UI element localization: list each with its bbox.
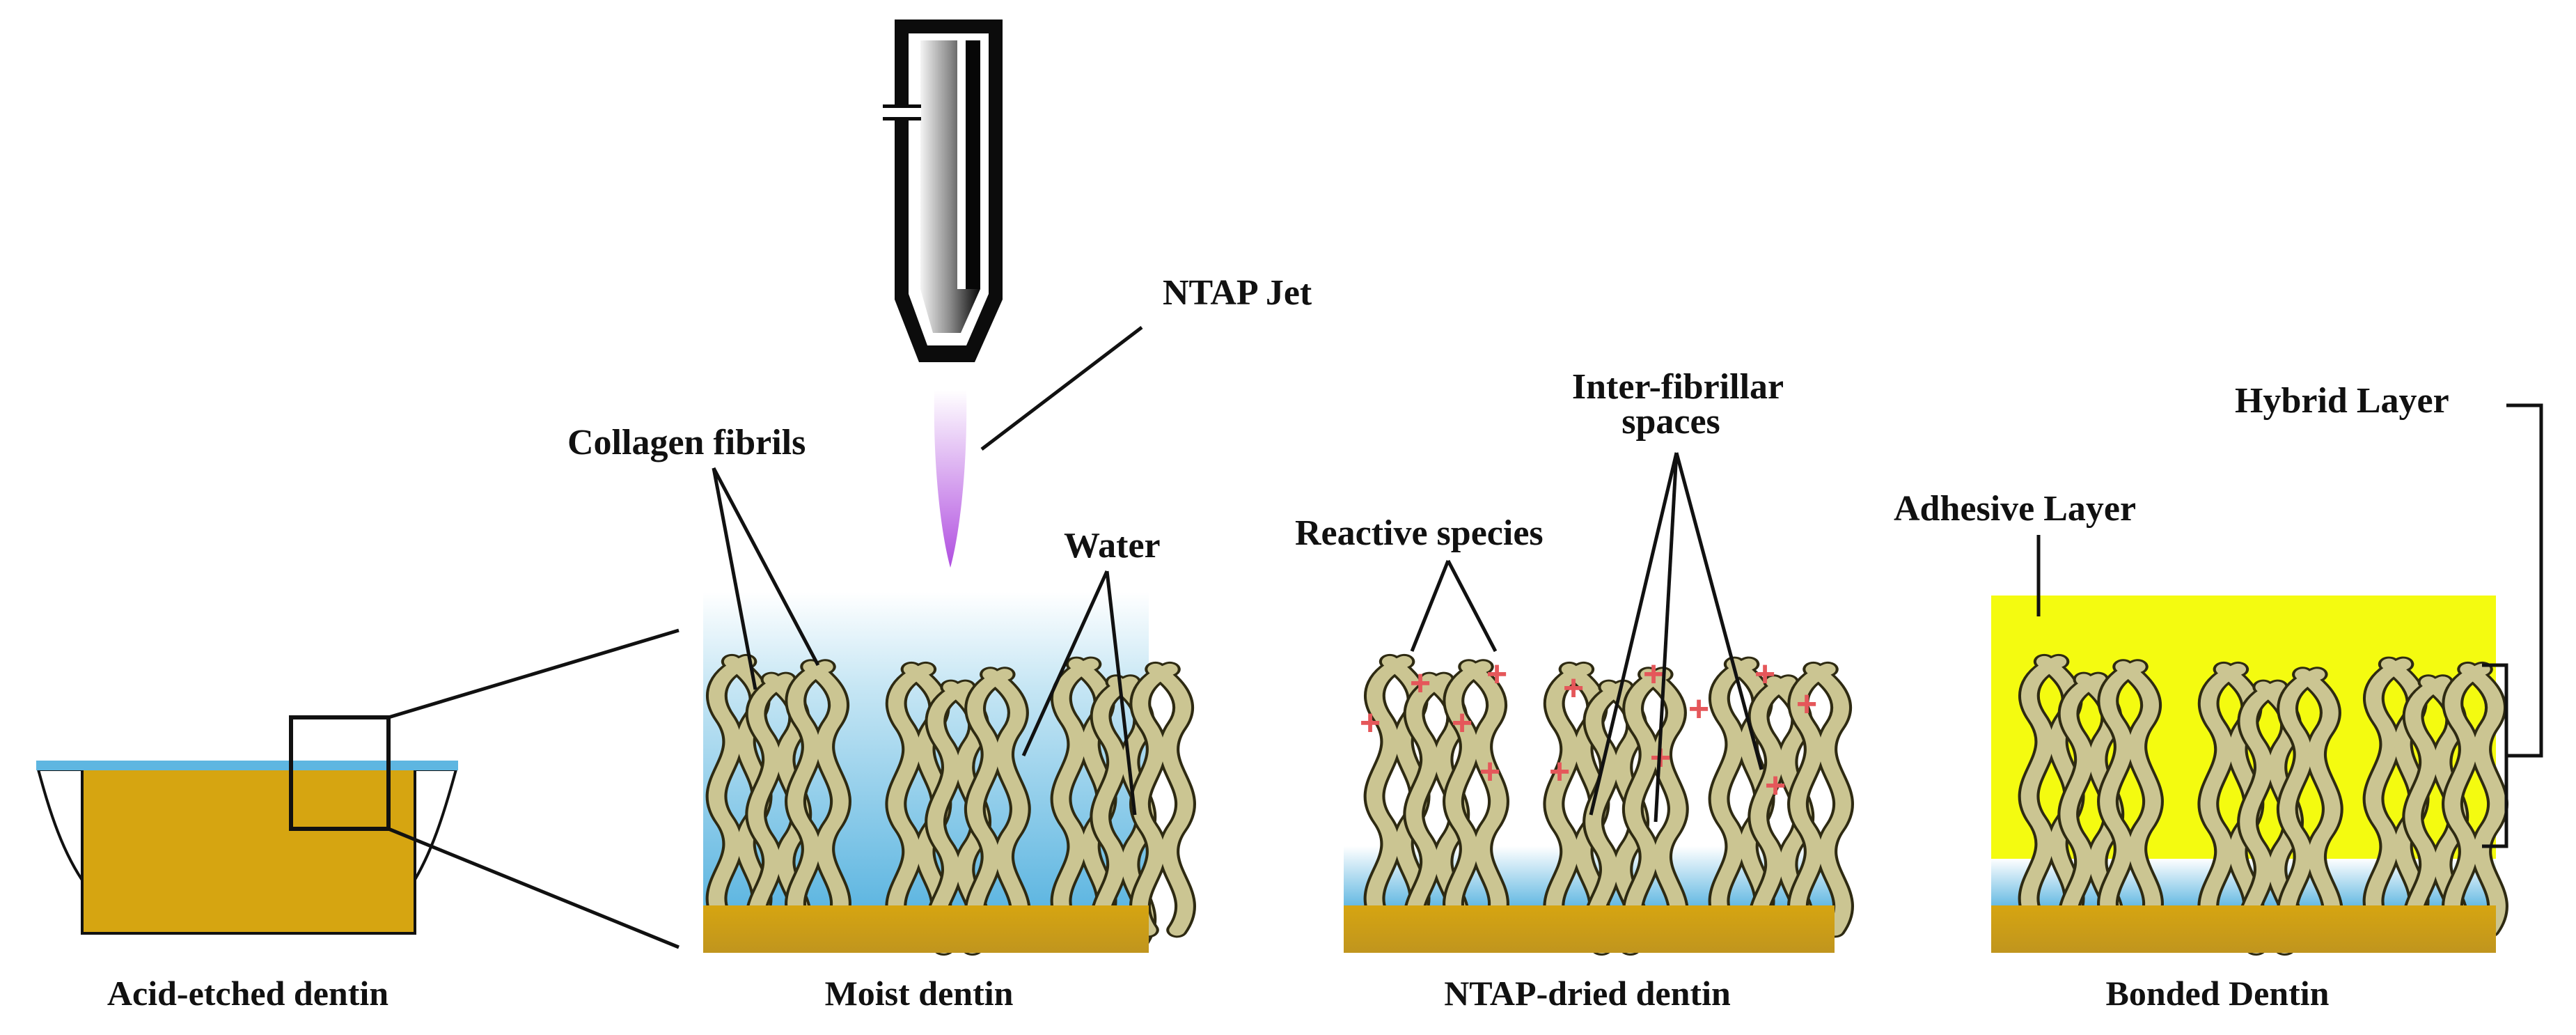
inter-leader-1 xyxy=(1589,452,1679,816)
acid-etched-block xyxy=(81,766,416,935)
plasma-plume-icon xyxy=(934,390,967,568)
plus-sign-icon: + xyxy=(1486,654,1507,694)
plus-sign-icon: + xyxy=(1643,654,1664,694)
label-ntap-jet: NTAP Jet xyxy=(1163,273,1312,313)
ntap-nozzle-icon xyxy=(883,20,1003,362)
caption-moist-dentin: Moist dentin xyxy=(825,974,1014,1013)
collagen-leader-2 xyxy=(712,467,820,667)
inter-leader-2 xyxy=(1654,452,1679,823)
plus-sign-icon: + xyxy=(1452,703,1472,743)
plus-sign-icon: + xyxy=(1410,663,1431,703)
panel-acid-etched: Acid-etched dentin xyxy=(36,628,680,1013)
water-leader-2 xyxy=(1105,570,1137,816)
label-hybrid-layer: Hybrid Layer xyxy=(2235,381,2449,421)
reactive-leader-1 xyxy=(1410,560,1450,652)
zoom-line-top xyxy=(388,628,680,719)
zoom-box xyxy=(289,715,391,831)
plus-sign-icon: + xyxy=(1360,703,1381,743)
plus-sign-icon: + xyxy=(1796,684,1817,724)
plus-sign-icon: + xyxy=(1549,752,1570,792)
label-inter-fibrillar: Inter-fibrillar xyxy=(1572,367,1784,407)
label-water: Water xyxy=(1064,526,1161,566)
etched-surface-layer xyxy=(36,761,458,770)
zoom-line-bottom xyxy=(388,827,680,949)
label-spaces: spaces xyxy=(1621,402,1720,442)
bonded-dentin-base xyxy=(1991,905,2496,953)
panel-bonded-dentin: Bonded Dentin xyxy=(1991,596,2498,1013)
plus-sign-icon: + xyxy=(1765,765,1786,806)
panel-ntap-dried: + + + + + + + + + + + + + NTAP-dried den… xyxy=(1344,654,1844,1013)
water-leader-1 xyxy=(1021,570,1109,757)
reactive-species-group: + + + + + + + + + + + + + xyxy=(1360,654,1817,806)
hybrid-bracket-outer xyxy=(2506,403,2543,758)
label-collagen-fibrils: Collagen fibrils xyxy=(567,423,806,462)
plus-sign-icon: + xyxy=(1479,752,1500,792)
reactive-leader-2 xyxy=(1446,559,1498,653)
collagen-leader-1 xyxy=(712,467,757,690)
plus-sign-icon: + xyxy=(1754,654,1775,694)
dried-dentin-base xyxy=(1344,905,1835,953)
inter-leader-3 xyxy=(1674,452,1764,770)
panel-moist-dentin: Moist dentin xyxy=(703,592,1186,1013)
moist-dentin-base xyxy=(703,905,1149,953)
caption-acid-etched: Acid-etched dentin xyxy=(107,974,388,1013)
plus-sign-icon: + xyxy=(1563,668,1584,708)
plus-sign-icon: + xyxy=(1688,689,1709,729)
caption-ntap-dried: NTAP-dried dentin xyxy=(1444,974,1731,1013)
label-adhesive-layer: Adhesive Layer xyxy=(1894,489,2136,529)
caption-bonded-dentin: Bonded Dentin xyxy=(2106,974,2330,1013)
ntap-jet-leader xyxy=(980,326,1143,451)
label-reactive-species: Reactive species xyxy=(1295,513,1544,553)
